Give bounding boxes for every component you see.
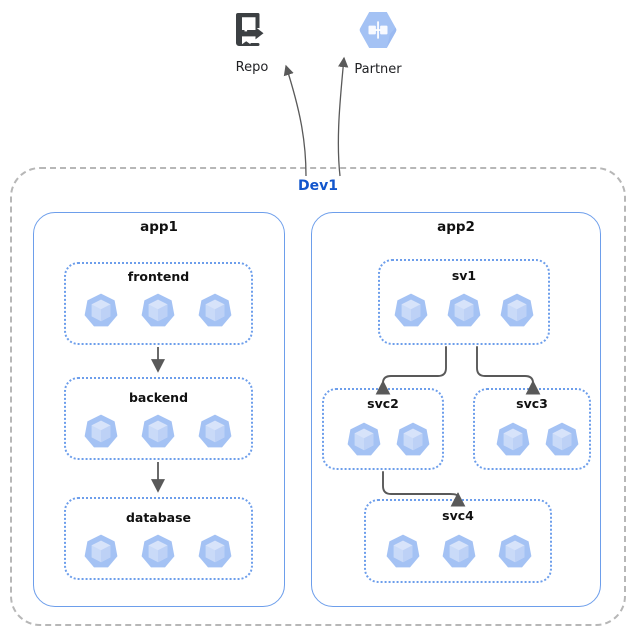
repo-label: Repo [235, 60, 269, 75]
partner-label: Partner [354, 62, 402, 77]
pod-icon[interactable] [82, 291, 120, 329]
service-box-sv1[interactable] [378, 259, 550, 345]
app-box-app2[interactable] [311, 212, 601, 607]
pod-icon[interactable] [139, 412, 177, 450]
pod-icon[interactable] [496, 532, 534, 570]
service-box-database[interactable] [64, 497, 253, 580]
pod-icon[interactable] [394, 420, 432, 458]
environment-label: Dev1 [298, 178, 338, 194]
pod-icon[interactable] [445, 291, 483, 329]
pod-icon[interactable] [440, 532, 478, 570]
pod-icon[interactable] [498, 291, 536, 329]
service-label-frontend: frontend [127, 269, 190, 284]
repo-icon[interactable] [230, 8, 274, 52]
service-box-frontend[interactable] [64, 262, 253, 345]
service-label-svc4: svc4 [442, 508, 474, 523]
service-label-sv1: sv1 [451, 268, 477, 283]
app-label-app1: app1 [140, 219, 178, 235]
environment-dev1[interactable] [10, 167, 626, 626]
pod-icon[interactable] [82, 532, 120, 570]
service-label-svc3: svc3 [516, 396, 548, 411]
pod-icon[interactable] [82, 412, 120, 450]
pod-icon[interactable] [196, 532, 234, 570]
pod-icon[interactable] [494, 420, 532, 458]
app-box-app1[interactable] [33, 212, 285, 607]
pod-icon[interactable] [384, 532, 422, 570]
pod-icon[interactable] [196, 412, 234, 450]
partner-hexagon-icon[interactable] [356, 8, 400, 52]
pod-icon[interactable] [543, 420, 581, 458]
service-label-backend: backend [128, 390, 189, 405]
service-box-backend[interactable] [64, 377, 253, 460]
pod-icon[interactable] [345, 420, 383, 458]
pod-icon[interactable] [139, 291, 177, 329]
service-label-database: database [125, 510, 192, 525]
pod-icon[interactable] [139, 532, 177, 570]
arrow-dev1-to-repo [283, 64, 307, 177]
pod-icon[interactable] [392, 291, 430, 329]
service-label-svc2: svc2 [367, 396, 399, 411]
app-label-app2: app2 [437, 219, 475, 235]
pod-icon[interactable] [196, 291, 234, 329]
